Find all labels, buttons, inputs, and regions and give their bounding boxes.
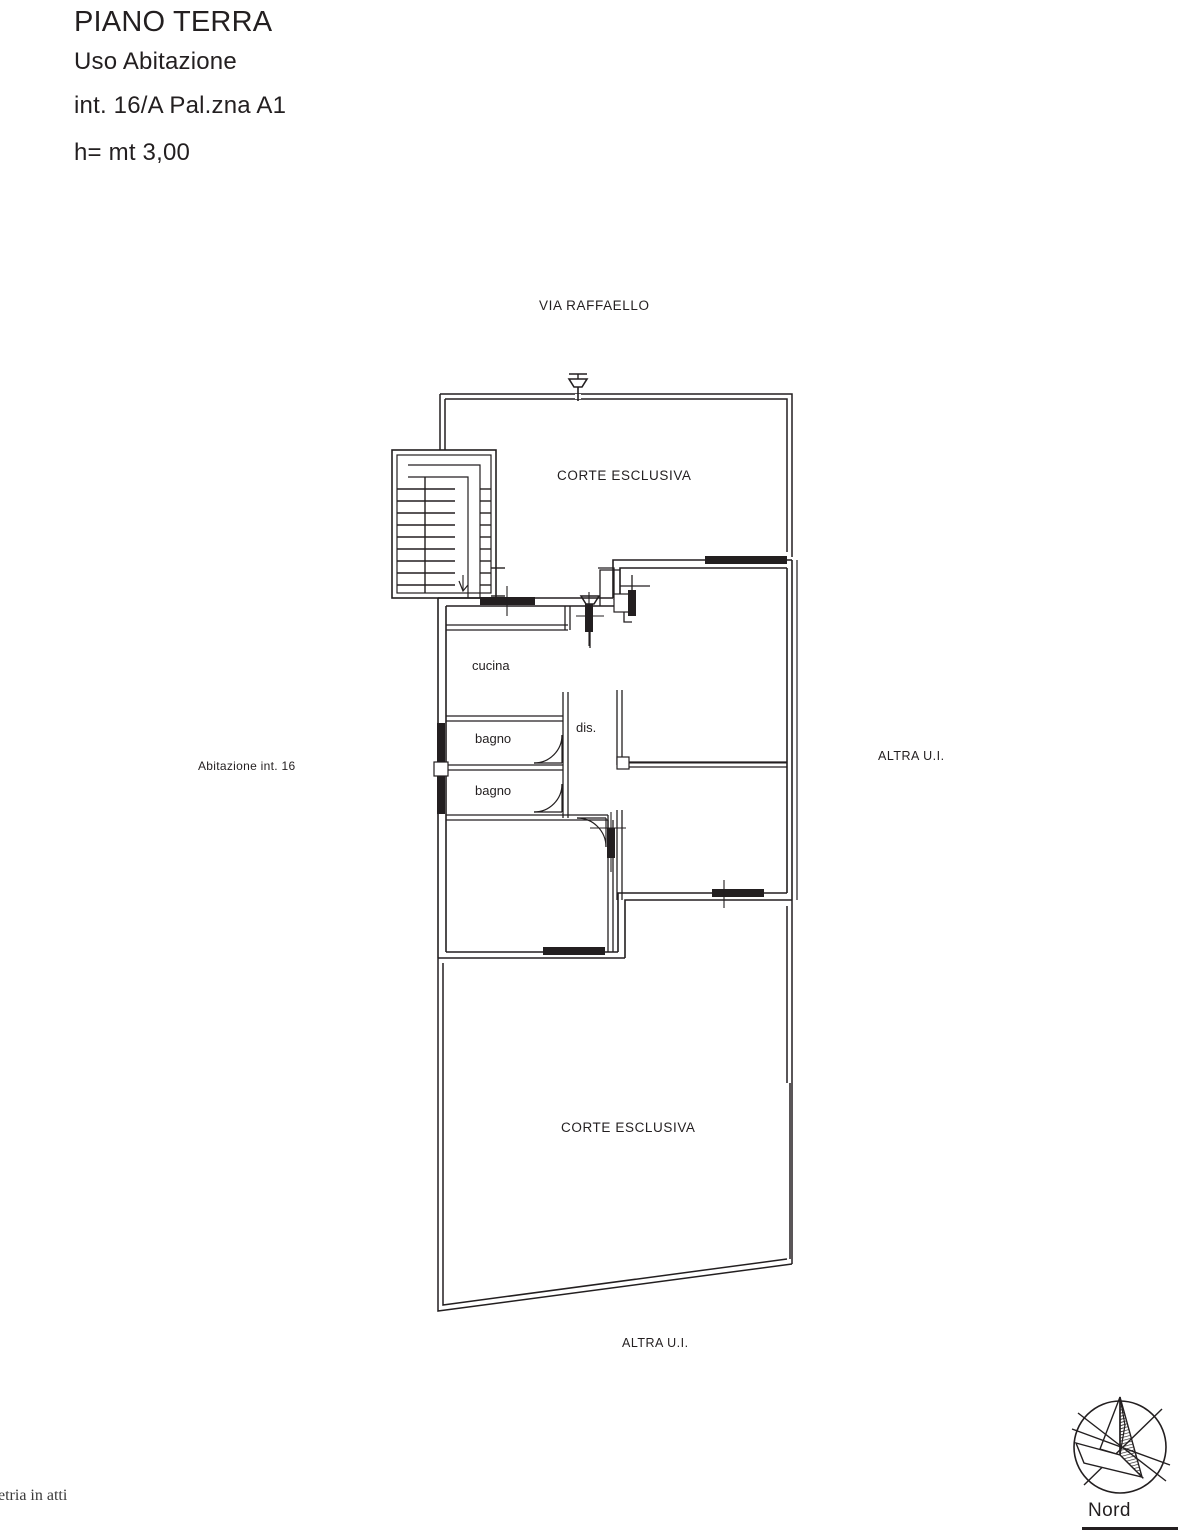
- interior-partitions: [446, 569, 787, 952]
- window-openings: [433, 556, 787, 955]
- neighbour-right-label: ALTRA U.I.: [878, 749, 945, 763]
- courtyard-bottom-label: CORTE ESCLUSIVA: [561, 1120, 696, 1135]
- neighbour-bottom-label: ALTRA U.I.: [622, 1336, 689, 1350]
- upper-courtyard-boundary: [439, 393, 793, 557]
- right-block-detail: [616, 756, 787, 770]
- street-label: VIA RAFFAELLO: [539, 298, 650, 313]
- courtyard-top-label: CORTE ESCLUSIVA: [557, 468, 692, 483]
- plan-use: Uso Abitazione: [74, 48, 237, 75]
- plan-title: PIANO TERRA: [74, 6, 273, 38]
- gate-marker-entry: [579, 595, 601, 632]
- room-label-bagno-1: bagno: [475, 731, 512, 746]
- plan-unit-id: int. 16/A Pal.zna A1: [74, 92, 287, 119]
- compass-rose: [1062, 1385, 1182, 1535]
- staircase: [391, 449, 505, 599]
- compass-label: Nord: [1088, 1500, 1131, 1521]
- entry-vestibule: [598, 567, 650, 623]
- gate-marker-top: [567, 373, 589, 401]
- title-block: PIANO TERRA Uso Abitazione int. 16/A Pal…: [74, 4, 674, 177]
- plan-height: h= mt 3,00: [74, 139, 191, 166]
- room-label-cucina: cucina: [472, 658, 510, 673]
- lower-courtyard-boundary: [437, 900, 793, 1312]
- window-ticks: [506, 586, 725, 908]
- room-label-bagno-2: bagno: [475, 783, 512, 798]
- neighbour-left-label: Abitazione int. 16: [198, 759, 296, 773]
- room-label-disimpegno: dis.: [576, 720, 597, 735]
- compass-underline: [1082, 1527, 1178, 1530]
- footer-note: etria in atti: [0, 1487, 68, 1504]
- door-swings: [533, 734, 607, 848]
- apartment-perimeter: [437, 559, 793, 959]
